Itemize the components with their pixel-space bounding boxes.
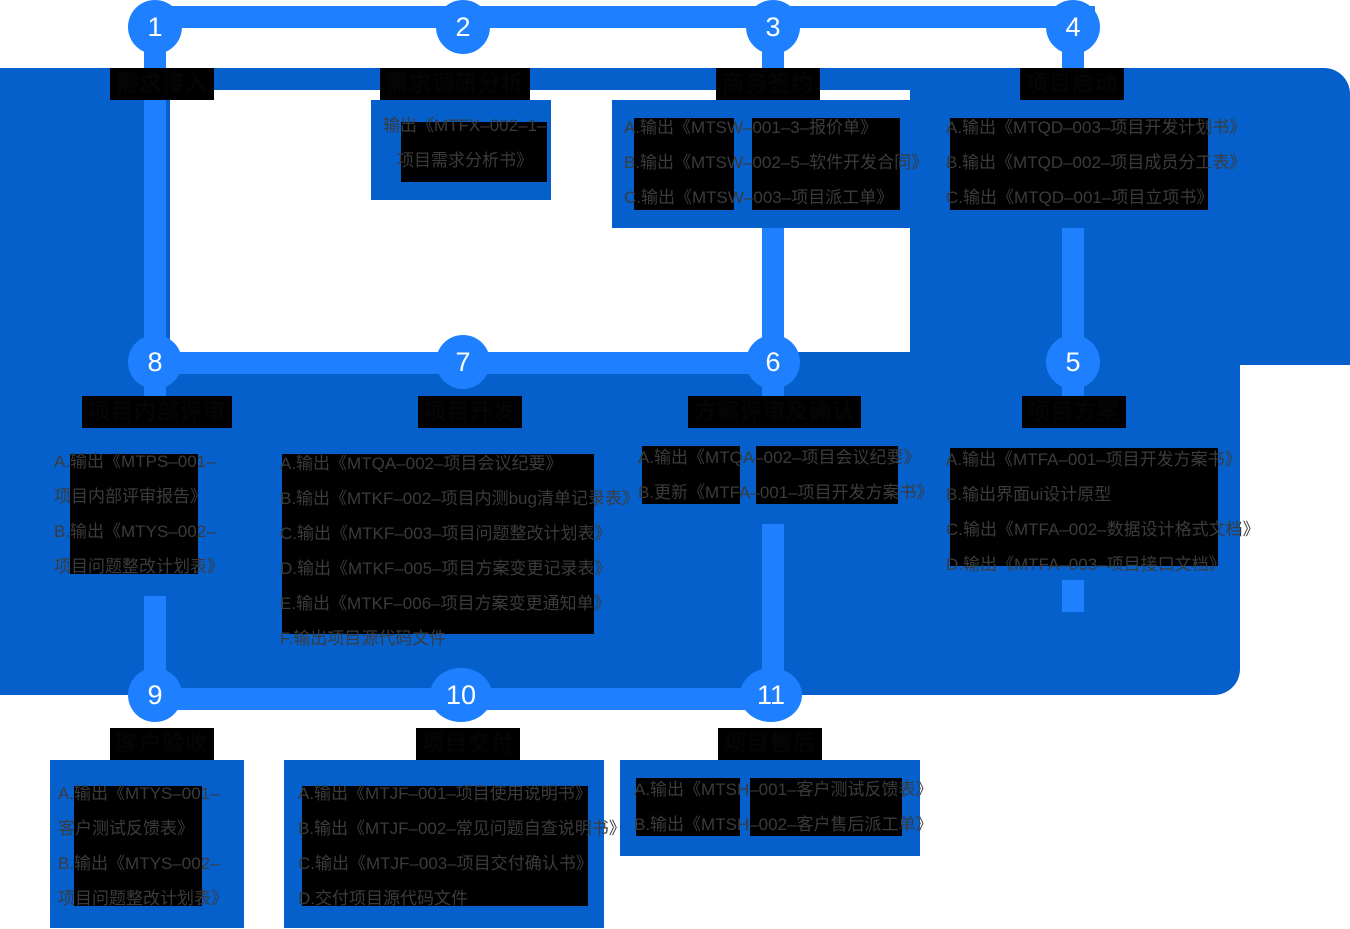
card-line: C.输出《MTKF–003–项目问题整改计划表》 bbox=[280, 524, 612, 543]
redaction-overlay bbox=[636, 778, 740, 836]
step-node-8[interactable]: 8 bbox=[128, 335, 182, 389]
card-line: A.输出《MTQD–003–项目开发计划书》 bbox=[946, 118, 1247, 137]
redaction-overlay bbox=[950, 118, 1208, 210]
redaction-overlay bbox=[74, 786, 202, 906]
step-card-7: A.输出《MTQA–002–项目会议纪要》 B.输出《MTKF–002–项目内测… bbox=[266, 426, 639, 656]
step-title-10: 项目交付 bbox=[416, 728, 521, 760]
redaction-overlay bbox=[750, 778, 902, 836]
step-title-5: 项目方案 bbox=[1022, 396, 1127, 428]
step-node-7[interactable]: 7 bbox=[436, 335, 490, 389]
step-card-8: A.输出《MTPS–001– 项目内部评审报告》 B.输出《MTYS–002– … bbox=[46, 428, 224, 596]
step-node-6[interactable]: 6 bbox=[746, 335, 800, 389]
card-line: A.输出《MTQA–002–项目会议纪要》 bbox=[280, 454, 563, 473]
step-card-2: 输出《MTFX–002–1– 项目需求分析书》 bbox=[371, 100, 551, 200]
card-line: 输出《MTFX–002–1– bbox=[383, 116, 547, 135]
card-line: B.输出界面ui设计原型 bbox=[946, 485, 1112, 504]
card-line: B.输出《MTKF–002–项目内测bug清单记录表》 bbox=[280, 489, 639, 508]
step-node-4-label: 4 bbox=[1065, 11, 1081, 42]
plate-cutout-right-mid bbox=[1240, 365, 1350, 695]
card-line: 客户测试反馈表》 bbox=[58, 819, 194, 838]
step-node-2-label: 2 bbox=[455, 11, 471, 42]
redaction-overlay bbox=[70, 454, 198, 574]
card-line: A.输出《MTFA–001–项目开发方案书》 bbox=[946, 450, 1242, 469]
step-card-5: A.输出《MTFA–001–项目开发方案书》 B.输出界面ui设计原型 C.输出… bbox=[930, 428, 1260, 580]
card-line: C.输出《MTSW–003–项目派工单》 bbox=[624, 188, 894, 207]
card-line: B.输出《MTSH–002–客户售后派工单》 bbox=[634, 815, 933, 834]
path-segment-v1 bbox=[144, 28, 166, 368]
card-line: B.更新《MTFA–001–项目开发方案书》 bbox=[638, 483, 934, 502]
card-line: A.输出《MTSH–001–客户测试反馈表》 bbox=[634, 780, 933, 799]
path-segment-row1-to-4 bbox=[775, 6, 1095, 28]
redaction-overlay bbox=[401, 122, 547, 182]
step-node-1-label: 1 bbox=[147, 11, 163, 42]
card-line: 项目问题整改计划表》 bbox=[54, 557, 224, 576]
card-line: A.输出《MTJF–001–项目使用说明书》 bbox=[298, 784, 592, 803]
step-title-8: 项目内部评审 bbox=[82, 396, 233, 428]
step-title-11: 项目售后 bbox=[718, 728, 823, 760]
card-line: B.输出《MTSW–002–5–软件开发合同》 bbox=[624, 153, 929, 172]
card-line: A.输出《MTQA–002–项目会议纪要》 bbox=[638, 448, 921, 467]
redaction-overlay bbox=[950, 448, 1218, 566]
redaction-overlay bbox=[756, 446, 898, 504]
step-title-4: 项目启动 bbox=[1020, 68, 1125, 100]
step-node-1[interactable]: 1 bbox=[128, 0, 182, 54]
step-node-9[interactable]: 9 bbox=[128, 668, 182, 722]
card-line: 项目内部评审报告》 bbox=[54, 487, 207, 506]
card-line: D.输出《MTKF–005–项目方案变更记录表》 bbox=[280, 559, 612, 578]
step-node-4[interactable]: 4 bbox=[1046, 0, 1100, 54]
step-node-3-label: 3 bbox=[765, 11, 781, 42]
step-card-3: A.输出《MTSW–001–3–报价单》 B.输出《MTSW–002–5–软件开… bbox=[612, 100, 929, 228]
step-node-11[interactable]: 11 bbox=[740, 668, 802, 722]
step-title-3: 商务签约 bbox=[716, 68, 821, 100]
card-line: 项目问题整改计划表》 bbox=[58, 889, 228, 908]
step-node-2[interactable]: 2 bbox=[436, 0, 490, 54]
card-line: A.输出《MTPS–001– bbox=[54, 452, 216, 471]
card-line: B.输出《MTYS–002– bbox=[58, 854, 220, 873]
step-node-3[interactable]: 3 bbox=[746, 0, 800, 54]
step-node-5-label: 5 bbox=[1065, 346, 1081, 377]
step-title-9: 客户验收 bbox=[110, 728, 215, 760]
redaction-overlay bbox=[752, 118, 900, 210]
card-line: C.输出《MTJF–003–项目交付确认书》 bbox=[298, 854, 593, 873]
step-node-7-label: 7 bbox=[455, 346, 471, 377]
step-title-1: 需求接入 bbox=[110, 68, 215, 100]
redaction-overlay bbox=[634, 118, 734, 210]
step-node-8-label: 8 bbox=[147, 346, 163, 377]
card-line: A.输出《MTSW–001–3–报价单》 bbox=[624, 118, 878, 137]
card-line: F.输出项目源代码文件 bbox=[280, 629, 447, 648]
step-card-6: A.输出《MTQA–002–项目会议纪要》 B.更新《MTFA–001–项目开发… bbox=[626, 428, 934, 524]
step-node-6-label: 6 bbox=[765, 346, 781, 377]
step-card-10: A.输出《MTJF–001–项目使用说明书》 B.输出《MTJF–002–常见问… bbox=[284, 760, 626, 928]
step-node-9-label: 9 bbox=[147, 679, 163, 710]
step-card-9: A.输出《MTYS–001– 客户测试反馈表》 B.输出《MTYS–002– 项… bbox=[50, 760, 244, 928]
card-line: D.交付项目源代码文件 bbox=[298, 889, 468, 908]
step-title-2: 需求调研分析 bbox=[380, 68, 531, 100]
card-line: C.输出《MTQD–001–项目立项书》 bbox=[946, 188, 1214, 207]
card-line: B.输出《MTJF–002–常见问题自查说明书》 bbox=[298, 819, 626, 838]
step-node-10-label: 10 bbox=[445, 679, 477, 710]
card-line: C.输出《MTFA–002–数据设计格式文档》 bbox=[946, 520, 1260, 539]
step-node-10[interactable]: 10 bbox=[430, 668, 492, 722]
card-line: B.输出《MTYS–002– bbox=[54, 522, 216, 541]
step-node-5[interactable]: 5 bbox=[1046, 335, 1100, 389]
redaction-overlay bbox=[642, 446, 740, 504]
step-card-11: A.输出《MTSH–001–客户测试反馈表》 B.输出《MTSH–002–客户售… bbox=[620, 760, 933, 856]
card-line: 项目需求分析书》 bbox=[397, 151, 533, 170]
card-line: E.输出《MTKF–006–项目方案变更通知单》 bbox=[280, 594, 611, 613]
step-node-11-label: 11 bbox=[756, 679, 786, 710]
step-card-4: A.输出《MTQD–003–项目开发计划书》 B.输出《MTQD–002–项目成… bbox=[930, 100, 1250, 228]
card-line: D.输出《MTFA–003–项目接口文档》 bbox=[946, 555, 1226, 574]
card-line: B.输出《MTQD–002–项目成员分工表》 bbox=[946, 153, 1247, 172]
redaction-overlay bbox=[302, 786, 588, 906]
step-title-6: 方案评审及确认 bbox=[688, 396, 862, 428]
redaction-overlay bbox=[282, 454, 594, 634]
step-title-7: 项目开发 bbox=[418, 396, 523, 428]
card-line: A.输出《MTYS–001– bbox=[58, 784, 220, 803]
